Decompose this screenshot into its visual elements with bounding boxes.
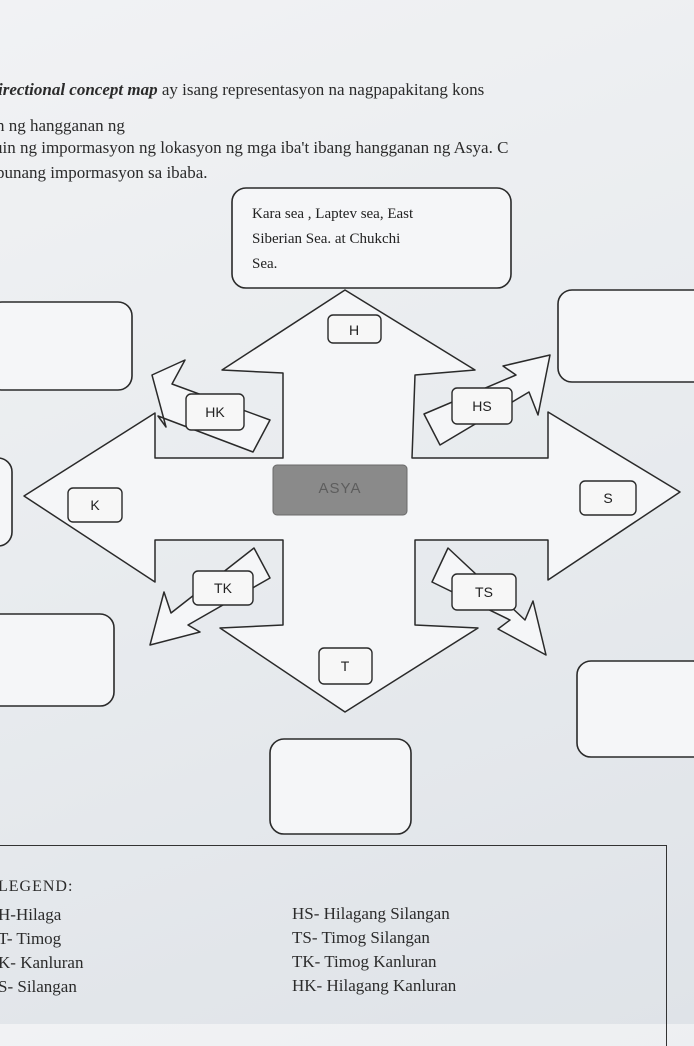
label-k: K	[67, 487, 123, 523]
legend-item: HK- Hilagang Kanluran	[292, 976, 457, 995]
svg-text:S: S	[603, 490, 612, 506]
legend-item: TS- Timog Silangan	[292, 928, 430, 947]
legend-item: K- Kanluran	[0, 953, 84, 972]
answer-box-northwest[interactable]	[0, 301, 133, 391]
answer-box-northeast[interactable]	[557, 289, 694, 383]
answer-box-south[interactable]	[269, 738, 412, 835]
top-box-line-1: Kara sea , Laptev sea, East	[252, 206, 414, 222]
svg-text:H: H	[349, 322, 359, 338]
answer-box-southeast[interactable]	[576, 660, 694, 758]
label-t: T	[318, 647, 373, 685]
top-box-line-3: Sea.	[252, 256, 277, 272]
label-h: H	[327, 314, 382, 344]
legend-left-column: H-Hilaga T- Timog K- Kanluran S- Silanga…	[0, 903, 83, 999]
concept-map: Kara sea , Laptev sea, East Siberian Sea…	[0, 187, 694, 835]
svg-text:TK: TK	[214, 580, 233, 596]
svg-text:T: T	[341, 658, 350, 674]
intro-line-4: punang impormasyon sa ibaba.	[0, 163, 208, 182]
asya-label: ASYA	[319, 480, 362, 497]
intro-term: irectional concept map	[0, 80, 158, 99]
intro-line-2: n ng hangganan ng	[0, 116, 125, 135]
intro-line-1: irectional concept map ay isang represen…	[0, 80, 484, 100]
svg-text:TS: TS	[475, 584, 493, 600]
legend-item: TK- Timog Kanluran	[292, 952, 437, 971]
legend-right-column: HS- Hilagang Silangan TS- Timog Silangan…	[292, 902, 456, 998]
svg-text:HK: HK	[205, 404, 225, 420]
label-hs: HS	[451, 387, 513, 425]
answer-box-west[interactable]	[0, 457, 13, 547]
svg-text:HS: HS	[472, 398, 491, 414]
intro-line-1-rest: ay isang representasyon na nagpapakitang…	[157, 80, 485, 99]
legend-item: T- Timog	[0, 929, 62, 948]
legend-title: LEGEND:	[0, 878, 74, 895]
intro-line-3: uin ng impormasyon ng lokasyon ng mga ib…	[0, 138, 509, 157]
answer-box-southwest[interactable]	[0, 613, 115, 707]
top-box-line-2: Siberian Sea. at Chukchi	[252, 231, 400, 247]
svg-text:K: K	[90, 497, 100, 513]
legend-item: S- Silangan	[0, 977, 77, 996]
label-s: S	[579, 480, 637, 516]
label-tk: TK	[192, 570, 254, 606]
label-hk: HK	[185, 393, 245, 431]
legend-item: HS- Hilagang Silangan	[292, 904, 450, 923]
center-asya: ASYA	[272, 464, 408, 516]
top-answer-box: Kara sea , Laptev sea, East Siberian Sea…	[231, 187, 512, 289]
legend-item: H-Hilaga	[0, 905, 62, 924]
label-ts: TS	[451, 573, 517, 611]
legend-box: LEGEND: H-Hilaga T- Timog K- Kanluran S-…	[0, 845, 667, 1046]
